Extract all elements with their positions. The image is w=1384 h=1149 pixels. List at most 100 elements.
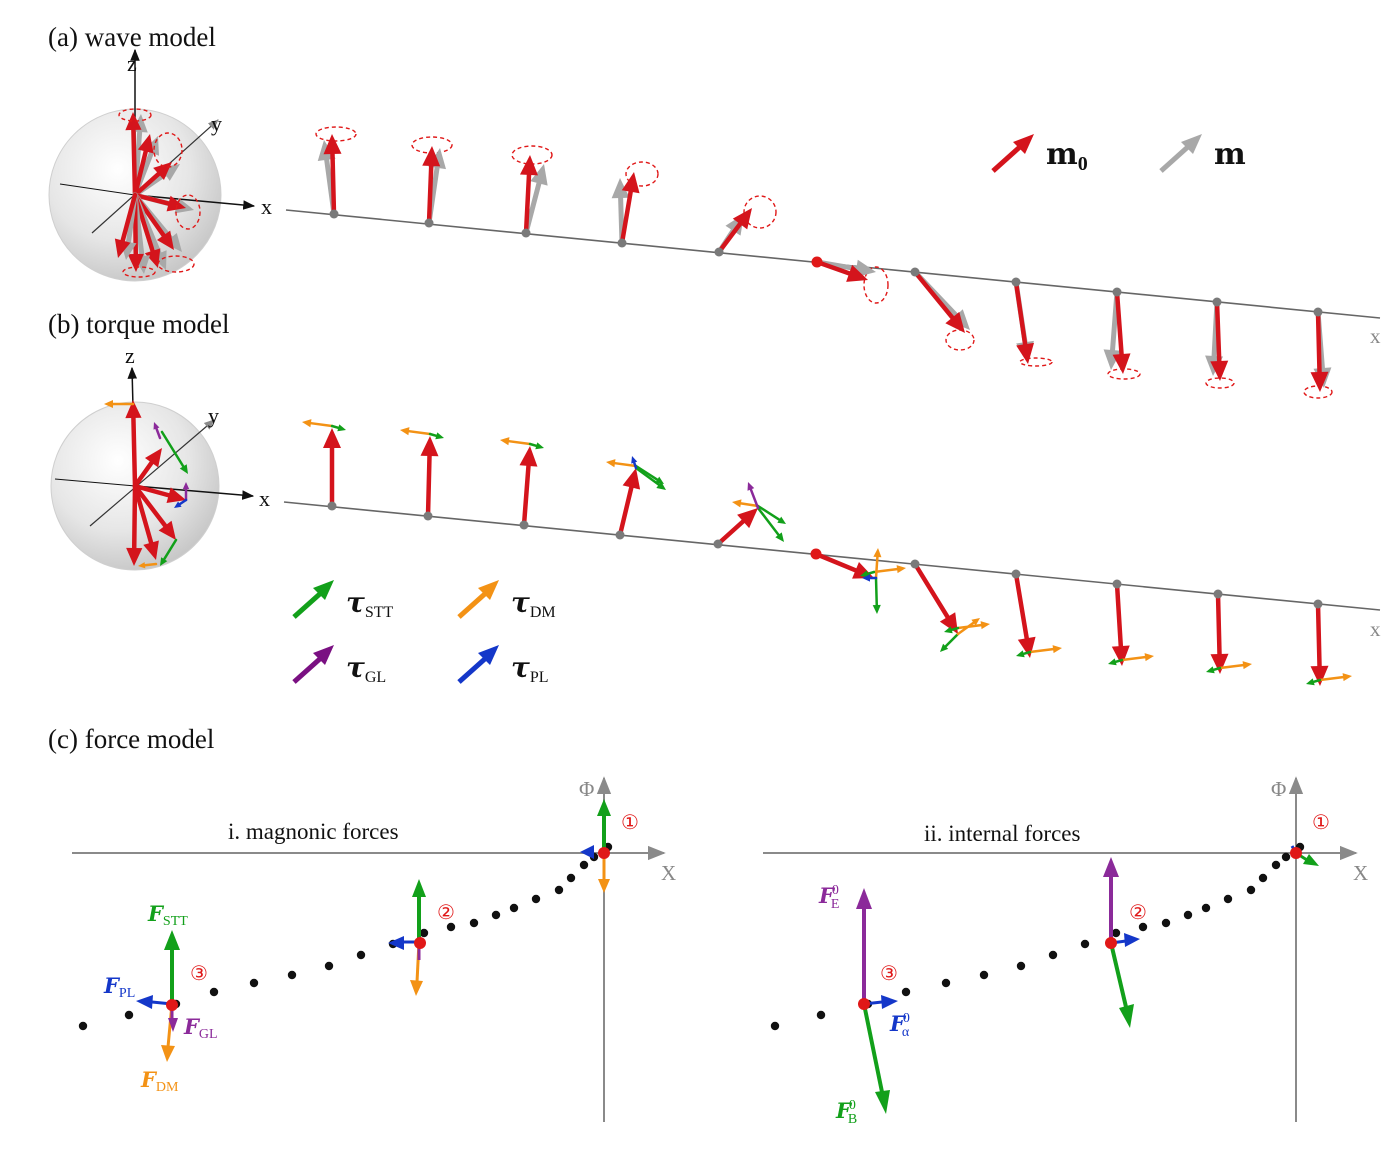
- profile-dot: [1258, 873, 1268, 883]
- tau-stt-arrow: [1306, 678, 1322, 686]
- profile-dot: [1246, 885, 1256, 895]
- chain-axis-b: [283, 501, 1381, 611]
- profile-dot: [1080, 939, 1090, 949]
- tau-stt-arrow: [944, 626, 960, 634]
- tau-stt-arrow: [634, 466, 666, 490]
- profile-dot: [324, 961, 334, 971]
- tau-dm-arrow: [873, 548, 882, 580]
- profile-dot: [579, 860, 589, 870]
- m0-vector-a: [912, 269, 965, 333]
- label-F-DM: FDM: [140, 1067, 179, 1095]
- m0-vector-a: [716, 208, 752, 255]
- chain-site-a: [1313, 307, 1323, 317]
- tau-stt-arrow: [1016, 650, 1032, 658]
- m0-vector-a: [814, 259, 868, 282]
- chain-site-b: [423, 511, 433, 521]
- legend-tau-pl: τPL: [457, 645, 549, 686]
- chain-site-b: [713, 539, 723, 549]
- tau-dm-arrow: [732, 499, 760, 508]
- profile-dot: [356, 950, 366, 960]
- tau-dm-arrow: [1218, 661, 1252, 670]
- y-axis-b: [89, 419, 215, 527]
- profile-dot: [249, 978, 259, 988]
- m0-vector-b: [420, 436, 439, 519]
- forces-i-point1: [580, 799, 611, 893]
- chain-site-b: [1112, 579, 1122, 589]
- legend-m0-label: m0: [1046, 137, 1088, 175]
- chain-site-a: [329, 209, 339, 219]
- profile-dot: [446, 922, 456, 932]
- z-label-b: z: [125, 343, 135, 368]
- chain-site-a: [1212, 297, 1222, 307]
- precession-circle-sphere-a: [157, 255, 195, 273]
- X-label-i: X: [661, 861, 676, 885]
- tau-dm-arrow: [1028, 645, 1062, 654]
- m0-vector-a: [323, 134, 342, 217]
- m-vector-a: [814, 259, 876, 278]
- legend-m-label: m: [1214, 137, 1246, 172]
- marker-3-ii: ③: [880, 963, 898, 985]
- chain-site-a: [617, 238, 627, 248]
- tau-stt-arrow: [872, 576, 881, 614]
- svg-text:τGL: τGL: [346, 651, 386, 686]
- m0-vector-b: [519, 446, 538, 528]
- panel-b-label: (b) torque model: [48, 309, 229, 339]
- label-F-STT: FSTT: [147, 901, 188, 929]
- m0-vector-a: [519, 155, 538, 236]
- profile-dot: [1183, 910, 1193, 920]
- m0-vector-b: [323, 428, 341, 509]
- precession-circle-a: [863, 266, 889, 304]
- legend-tau-stt: τSTT: [292, 580, 394, 621]
- tau-dm-arrow: [872, 565, 906, 574]
- legend-tau-gl: τGL: [292, 645, 386, 686]
- marker-1-ii: ①: [1312, 812, 1330, 834]
- profile-dot: [770, 1021, 780, 1031]
- forces-ii-point3: [856, 888, 898, 1114]
- precession-circle-a: [1019, 357, 1053, 367]
- tau-stt-arrow: [1206, 666, 1222, 674]
- chain-site-a: [424, 218, 434, 228]
- profile-dot: [287, 970, 297, 980]
- profile-dot: [1048, 950, 1058, 960]
- profile-dot: [941, 978, 951, 988]
- profile-dot: [1271, 860, 1281, 870]
- tau-dm-arrow: [1318, 673, 1352, 682]
- tau-dm-arrow: [104, 399, 135, 409]
- chain-site-b: [615, 530, 625, 540]
- precession-circle-sphere-a: [118, 108, 152, 122]
- y-label-a: y: [211, 111, 222, 136]
- m0-vector-b: [715, 508, 758, 547]
- precession-circle-a: [625, 161, 659, 187]
- m0-vector-b: [1111, 581, 1130, 666]
- m0-vector-a: [1013, 279, 1035, 364]
- m0-vector-a: [1210, 299, 1229, 381]
- profile-dot: [979, 970, 989, 980]
- tau-stt-arrow: [756, 504, 786, 524]
- profile-dot: [1201, 903, 1211, 913]
- sphere-a: z x y: [48, 48, 272, 282]
- profile-dot: [509, 903, 519, 913]
- chain-site-b: [327, 501, 337, 511]
- chain-site-a: [1011, 277, 1021, 287]
- precession-circle-a: [743, 195, 777, 229]
- profile-dot: [901, 987, 911, 997]
- chain-site-b: [910, 559, 920, 569]
- marker-2-i: ②: [437, 902, 455, 924]
- force-plot-i: X Φ i. magnonic forces: [72, 776, 676, 1122]
- profile-dot: [419, 928, 429, 938]
- chain-site-b: [810, 548, 822, 560]
- m0-vector-sphere-a: [132, 192, 186, 212]
- precession-circle-a: [1303, 385, 1333, 399]
- x-label-b: x: [259, 486, 270, 511]
- m0-vector-b: [1013, 571, 1036, 658]
- svg-text:τDM: τDM: [511, 586, 556, 621]
- tau-dm-arrow: [138, 562, 158, 569]
- marker-3-i: ③: [190, 963, 208, 985]
- tau-dm-arrow: [302, 419, 334, 428]
- m0-vector-a: [1310, 309, 1329, 392]
- panel-c-label: (c) force model: [48, 724, 214, 754]
- tau-dm-arrow: [400, 427, 432, 436]
